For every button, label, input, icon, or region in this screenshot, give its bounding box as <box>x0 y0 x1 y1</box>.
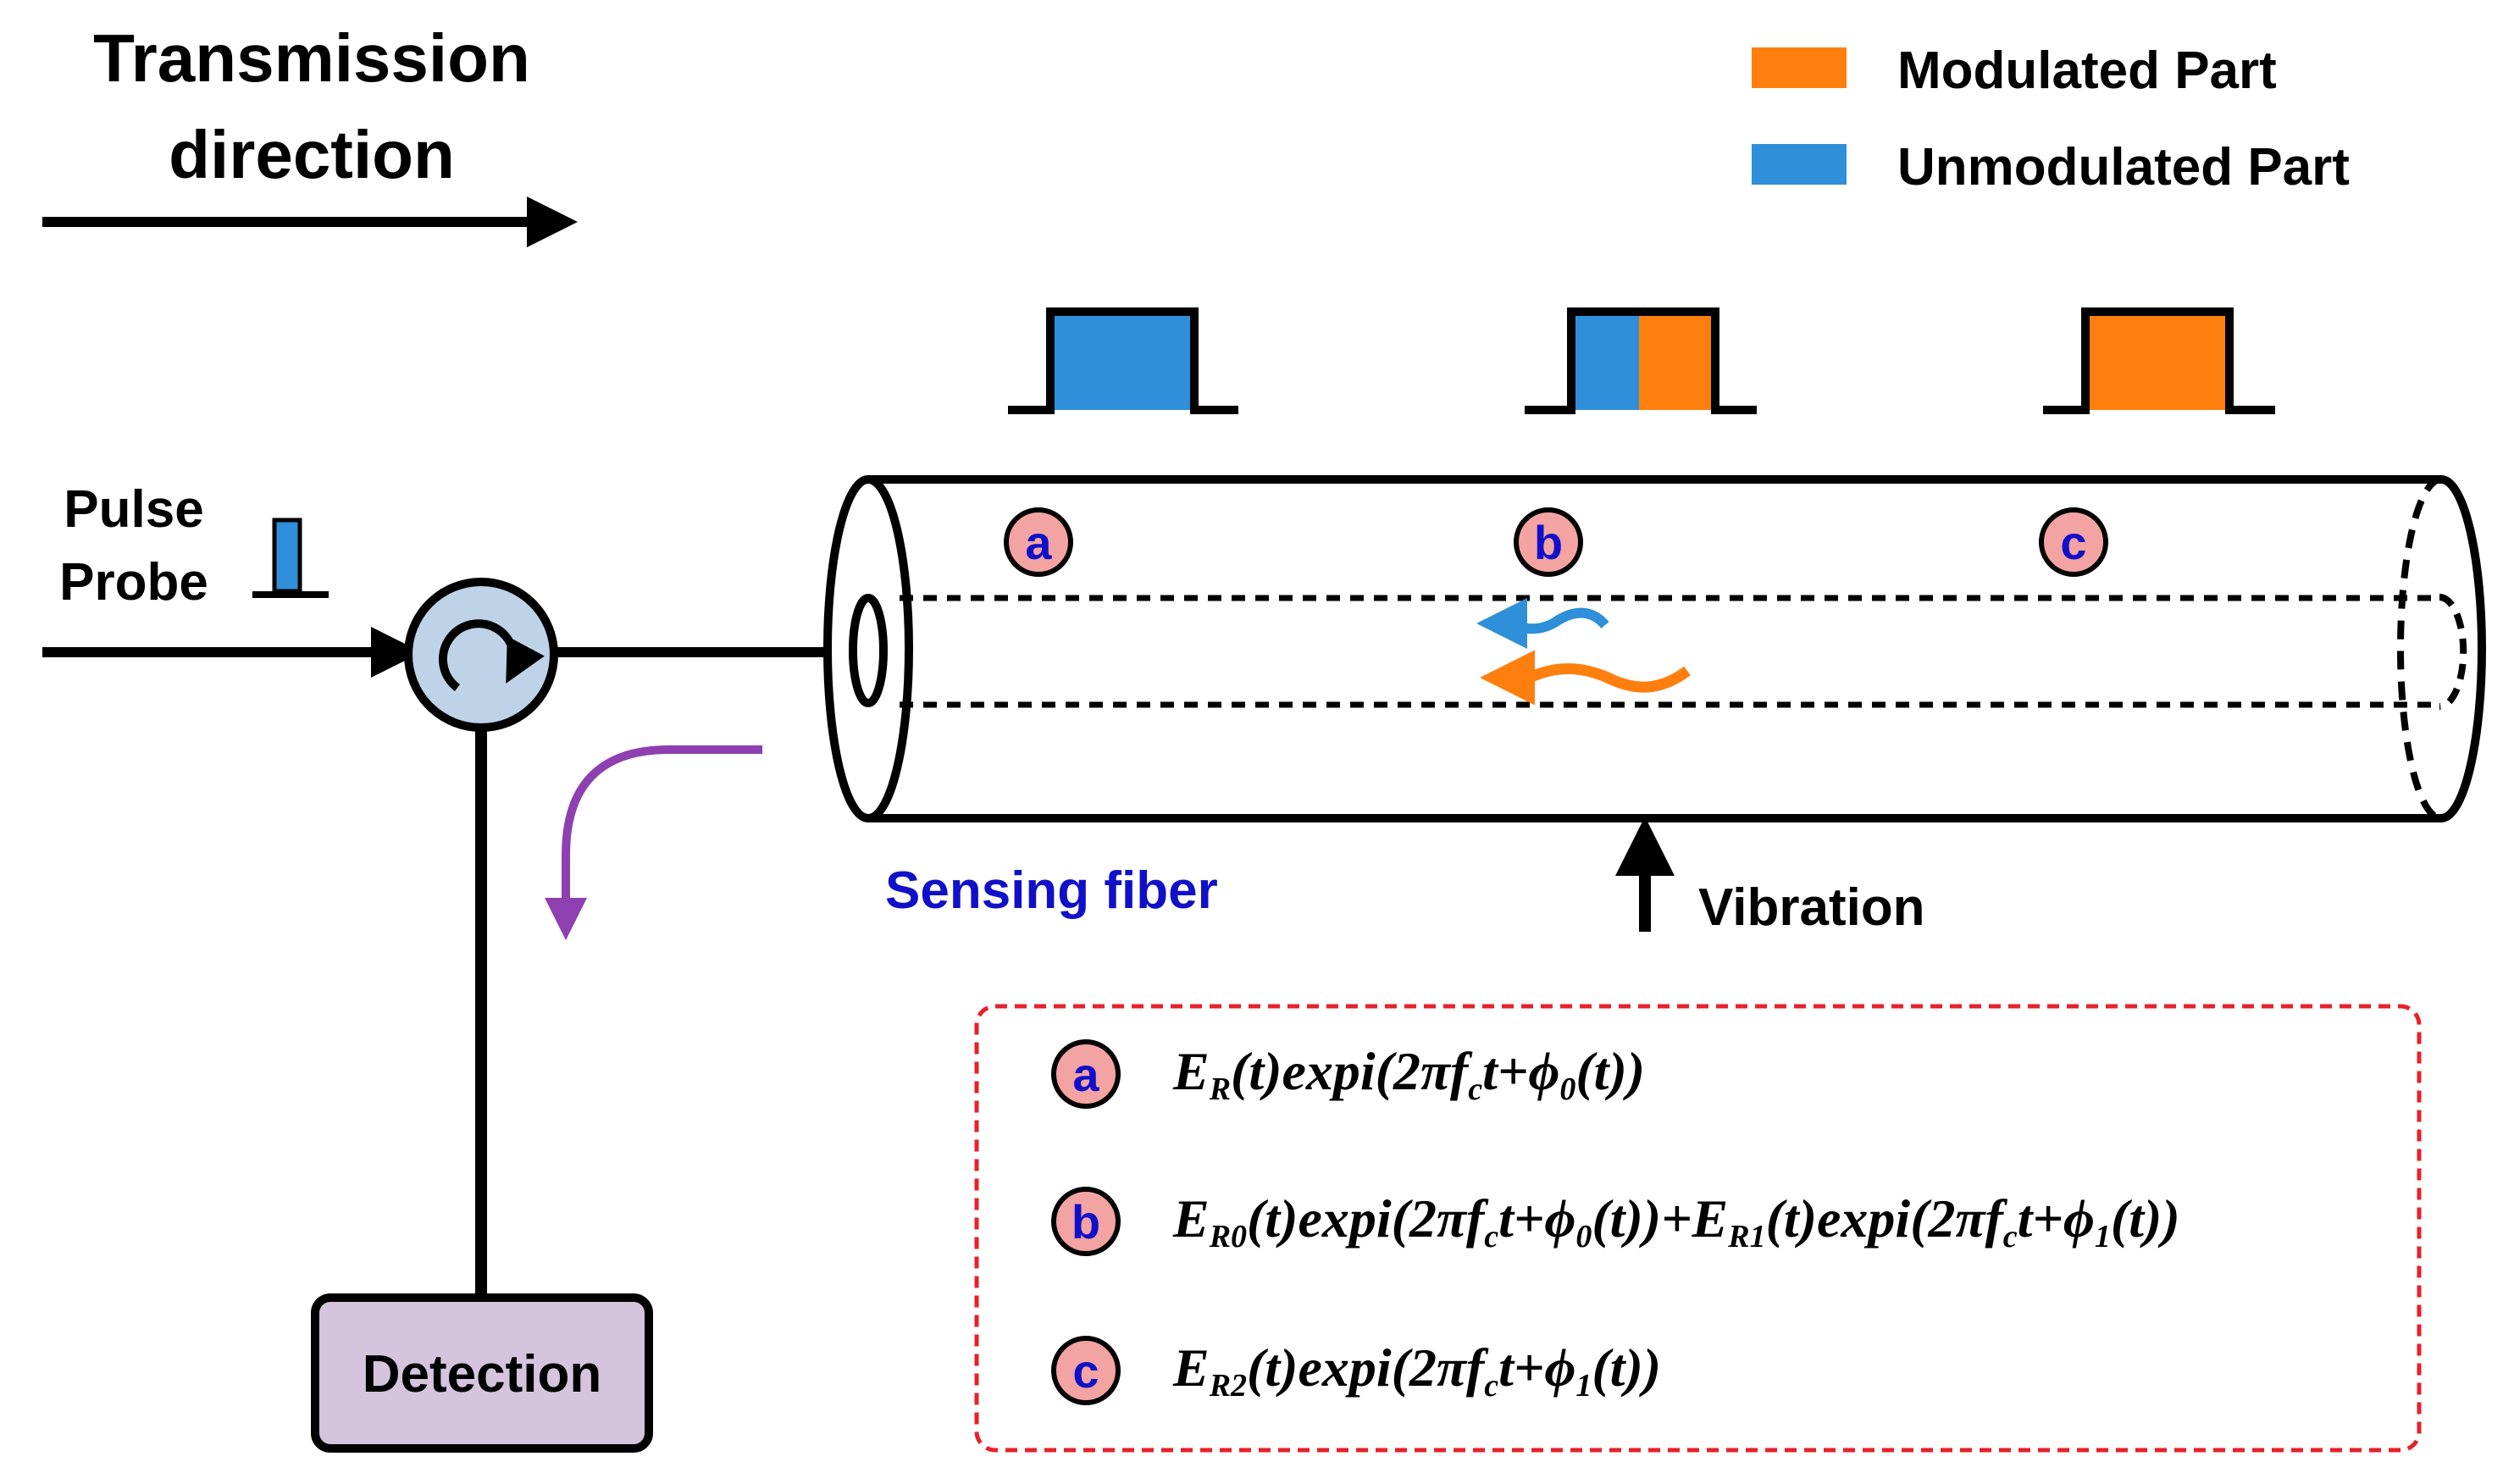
title-line2: direction <box>169 117 455 192</box>
equation-subscript: c <box>1484 1219 1498 1254</box>
equation-subscript: c <box>2003 1219 2018 1254</box>
pulse-mixed-icon <box>1525 307 1757 414</box>
probe-pulse-icon <box>252 518 329 598</box>
equation-term: (t)) <box>2111 1188 2180 1249</box>
sensing-fiber-label: Sensing fiber <box>885 861 1218 920</box>
equation-subscript: c <box>1484 1368 1498 1404</box>
equation-term: E <box>1172 1041 1210 1101</box>
detection-box <box>311 1293 653 1453</box>
probe-label: Probe <box>59 553 208 612</box>
legend-modulated-label: Modulated Part <box>1897 42 2277 100</box>
pulse-label: Pulse <box>64 480 203 539</box>
marker-b: b <box>1514 507 1583 577</box>
legend-unmodulated-label: Unmodulated Part <box>1897 138 2350 197</box>
equation-term: (t)expi(2πf <box>1766 1188 2008 1249</box>
equation-subscript: R1 <box>1727 1219 1765 1254</box>
legend-modulated-swatch <box>1752 47 1847 88</box>
orange-backscatter-arrow <box>1480 650 1691 706</box>
equation-b-marker: b <box>1071 1195 1100 1249</box>
detection-label: Detection <box>363 1345 601 1404</box>
equation-subscript: 0 <box>1559 1071 1575 1107</box>
equation-subscript: R <box>1209 1071 1231 1107</box>
equation-term: (t)expi(2πf <box>1247 1337 1489 1398</box>
equation-row-a: a ER(t)expi(2πfct+ϕ0(t)) <box>1051 1039 1645 1109</box>
equation-term: (t)expi(2πf <box>1231 1041 1473 1101</box>
equation-term: E <box>1172 1188 1210 1249</box>
equation-c-marker: c <box>1072 1344 1099 1398</box>
marker-b-letter: b <box>1534 516 1563 569</box>
title-line1: Transmission <box>93 20 530 96</box>
equation-term: (t))+E <box>1592 1188 1728 1249</box>
blue-backscatter-arrow <box>1476 598 1609 649</box>
equation-term: t+ϕ <box>2018 1188 2095 1249</box>
equation-term: (t)expi(2πf <box>1247 1188 1489 1249</box>
sensing-fiber <box>823 475 2486 822</box>
pulse-modulated-icon <box>2043 307 2275 414</box>
equation-subscript: R0 <box>1209 1219 1247 1254</box>
equation-term: (t)) <box>1575 1041 1645 1101</box>
equation-term: t+ϕ <box>1498 1337 1575 1398</box>
pulse-unmodulated-icon <box>1008 307 1238 414</box>
equation-box <box>974 1004 2422 1453</box>
equation-row-b: b ER0(t)expi(2πfct+ϕ0(t))+ER1(t)expi(2πf… <box>1051 1187 2180 1256</box>
marker-c-letter: c <box>2060 516 2086 569</box>
circulator-icon <box>404 578 558 732</box>
equation-subscript: c <box>1468 1071 1482 1107</box>
marker-c: c <box>2039 507 2108 577</box>
equation-term: (t)) <box>1592 1337 1661 1398</box>
equation-term: t+ϕ <box>1498 1188 1575 1249</box>
equation-a-marker: a <box>1072 1048 1099 1101</box>
vibration-label: Vibration <box>1698 878 1925 937</box>
return-arrow <box>545 745 762 940</box>
equation-c: ER2(t)expi(2πfct+ϕ1(t)) <box>1172 1337 1661 1404</box>
equation-b: ER0(t)expi(2πfct+ϕ0(t))+ER1(t)expi(2πfct… <box>1172 1188 2180 1254</box>
legend-unmodulated-swatch <box>1752 144 1847 185</box>
equation-subscript: 1 <box>2095 1219 2111 1254</box>
equation-term: E <box>1172 1337 1210 1398</box>
equation-a: ER(t)expi(2πfct+ϕ0(t)) <box>1172 1041 1645 1107</box>
equation-subscript: R2 <box>1209 1368 1247 1404</box>
equation-row-c: c ER2(t)expi(2πfct+ϕ1(t)) <box>1051 1336 1661 1405</box>
marker-a-letter: a <box>1025 516 1052 569</box>
equation-subscript: 0 <box>1575 1219 1592 1254</box>
equation-subscript: 1 <box>1575 1368 1592 1404</box>
equation-term: t+ϕ <box>1482 1041 1559 1101</box>
marker-a: a <box>1004 507 1073 577</box>
